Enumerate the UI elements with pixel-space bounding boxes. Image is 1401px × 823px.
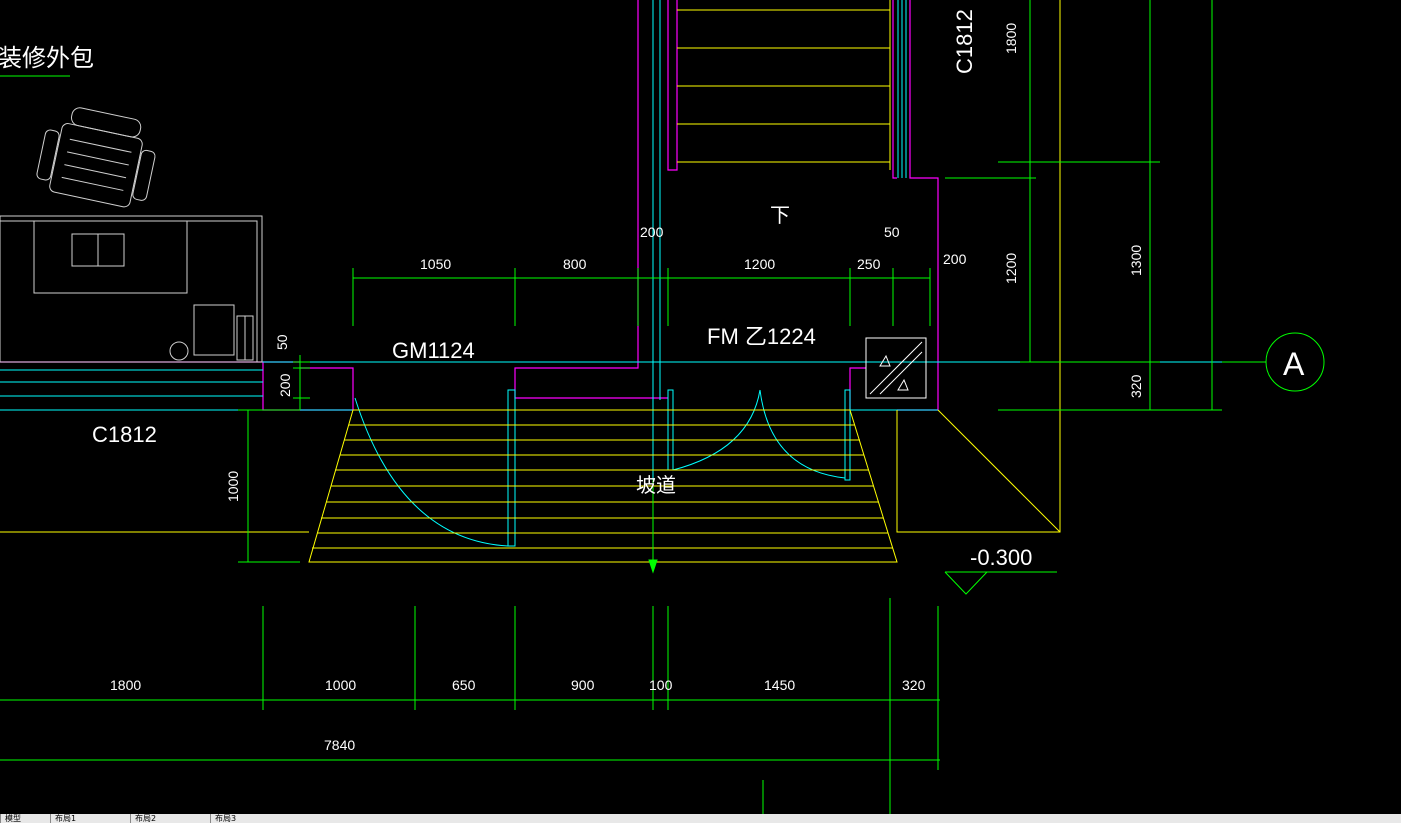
dim-right-1200: 1200 bbox=[1003, 253, 1019, 284]
stair-down-label: 下 bbox=[770, 203, 790, 227]
dim-50-a: 50 bbox=[884, 224, 900, 240]
window-label-left: C1812 bbox=[92, 422, 157, 447]
window-label-top-right: C1812 bbox=[952, 9, 977, 74]
dim-top-250: 250 bbox=[857, 256, 881, 272]
dim-bottom-900: 900 bbox=[571, 677, 595, 693]
elevation-label: -0.300 bbox=[970, 545, 1032, 570]
ramp-hatch bbox=[0, 0, 1061, 563]
dim-bottom-100: 100 bbox=[649, 677, 673, 693]
dim-top-1200: 1200 bbox=[744, 256, 775, 272]
axis-bubble-label: A bbox=[1283, 346, 1305, 382]
dim-left-200: 200 bbox=[277, 373, 293, 397]
tab-layout-2[interactable]: 布局2 bbox=[130, 814, 156, 823]
title-text: 装修外包 bbox=[0, 44, 94, 72]
dim-right-320: 320 bbox=[1128, 374, 1144, 398]
dim-left-1000: 1000 bbox=[225, 471, 241, 502]
column-hatch bbox=[865, 337, 927, 399]
tab-model[interactable]: 模型 bbox=[0, 814, 21, 823]
dim-top-1050: 1050 bbox=[420, 256, 451, 272]
dim-left-50: 50 bbox=[274, 334, 290, 350]
stairs bbox=[677, 0, 891, 170]
ramp-label: 坡道 bbox=[636, 473, 676, 497]
dim-top-800: 800 bbox=[563, 256, 587, 272]
tab-layout-3[interactable]: 布局3 bbox=[210, 814, 236, 823]
dim-bottom-total: 7840 bbox=[324, 737, 355, 753]
furniture bbox=[0, 107, 263, 363]
tab-layout-1[interactable]: 布局1 bbox=[50, 814, 76, 823]
dim-bottom-1000: 1000 bbox=[325, 677, 356, 693]
door-label-gm: GM1124 bbox=[392, 338, 475, 363]
dim-bottom-650: 650 bbox=[452, 677, 476, 693]
dim-right-1800: 1800 bbox=[1003, 23, 1019, 54]
dim-bottom-1450: 1450 bbox=[764, 677, 795, 693]
dim-right-1300: 1300 bbox=[1128, 245, 1144, 276]
dim-bottom-1800: 1800 bbox=[110, 677, 141, 693]
dim-200-a: 200 bbox=[640, 224, 664, 240]
axis-lines bbox=[0, 0, 1262, 570]
dim-bottom-320: 320 bbox=[902, 677, 926, 693]
door-label-fm: FM 乙1224 bbox=[707, 324, 816, 349]
dim-200-b: 200 bbox=[943, 251, 967, 267]
layout-tab-bar: 模型 布局1 布局2 布局3 bbox=[0, 814, 1401, 823]
dimension-lines bbox=[0, 0, 1325, 814]
